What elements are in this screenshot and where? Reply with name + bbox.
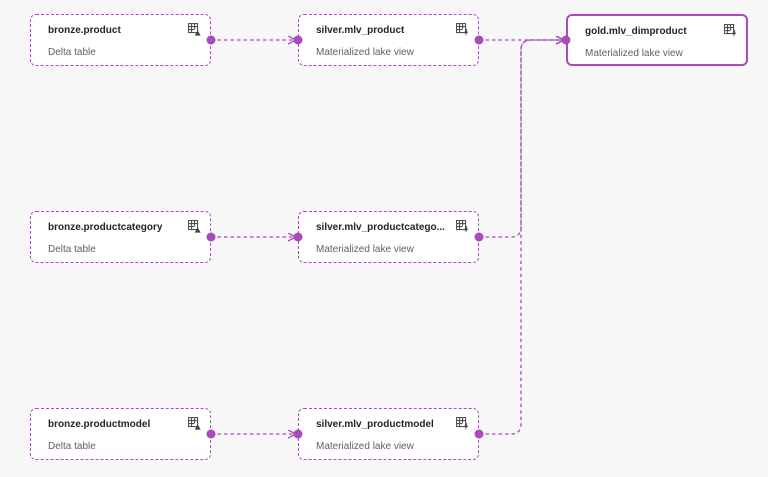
table-lightning-icon [724,24,737,37]
node-type-label: Delta table [48,441,96,452]
output-port[interactable] [206,232,216,242]
input-port[interactable] [293,429,303,439]
node-title: bronze.product [48,25,121,36]
node-title: silver.mlv_productmodel [316,419,434,430]
output-port[interactable] [474,429,484,439]
output-port[interactable] [474,232,484,242]
table-lightning-icon [456,220,469,233]
table-upload-icon [188,417,201,430]
node-type-label: Materialized lake view [585,48,683,59]
output-port[interactable] [474,35,484,45]
table-lightning-icon [456,23,469,36]
node-type-label: Delta table [48,47,96,58]
table-upload-icon [188,220,201,233]
node-type-label: Materialized lake view [316,244,414,255]
edge-silver-mlv-productcategory-to-gold-mlv-dimproduct [479,40,563,238]
node-title: silver.mlv_productcatego... [316,222,445,233]
output-port[interactable] [206,429,216,439]
input-port[interactable] [561,35,571,45]
table-lightning-icon [456,417,469,430]
node-type-label: Delta table [48,244,96,255]
output-port[interactable] [206,35,216,45]
node-title: silver.mlv_product [316,25,405,36]
node-silver-mlv-productcategory[interactable]: silver.mlv_productcatego... Materialized … [298,211,479,263]
node-title: bronze.productmodel [48,419,151,430]
input-port[interactable] [293,35,303,45]
node-type-label: Materialized lake view [316,47,414,58]
node-title: gold.mlv_dimproduct [585,26,687,37]
input-port[interactable] [293,232,303,242]
edge-silver-mlv-productmodel-to-gold-mlv-dimproduct [479,40,563,435]
node-title: bronze.productcategory [48,222,163,233]
table-upload-icon [188,23,201,36]
node-type-label: Materialized lake view [316,441,414,452]
